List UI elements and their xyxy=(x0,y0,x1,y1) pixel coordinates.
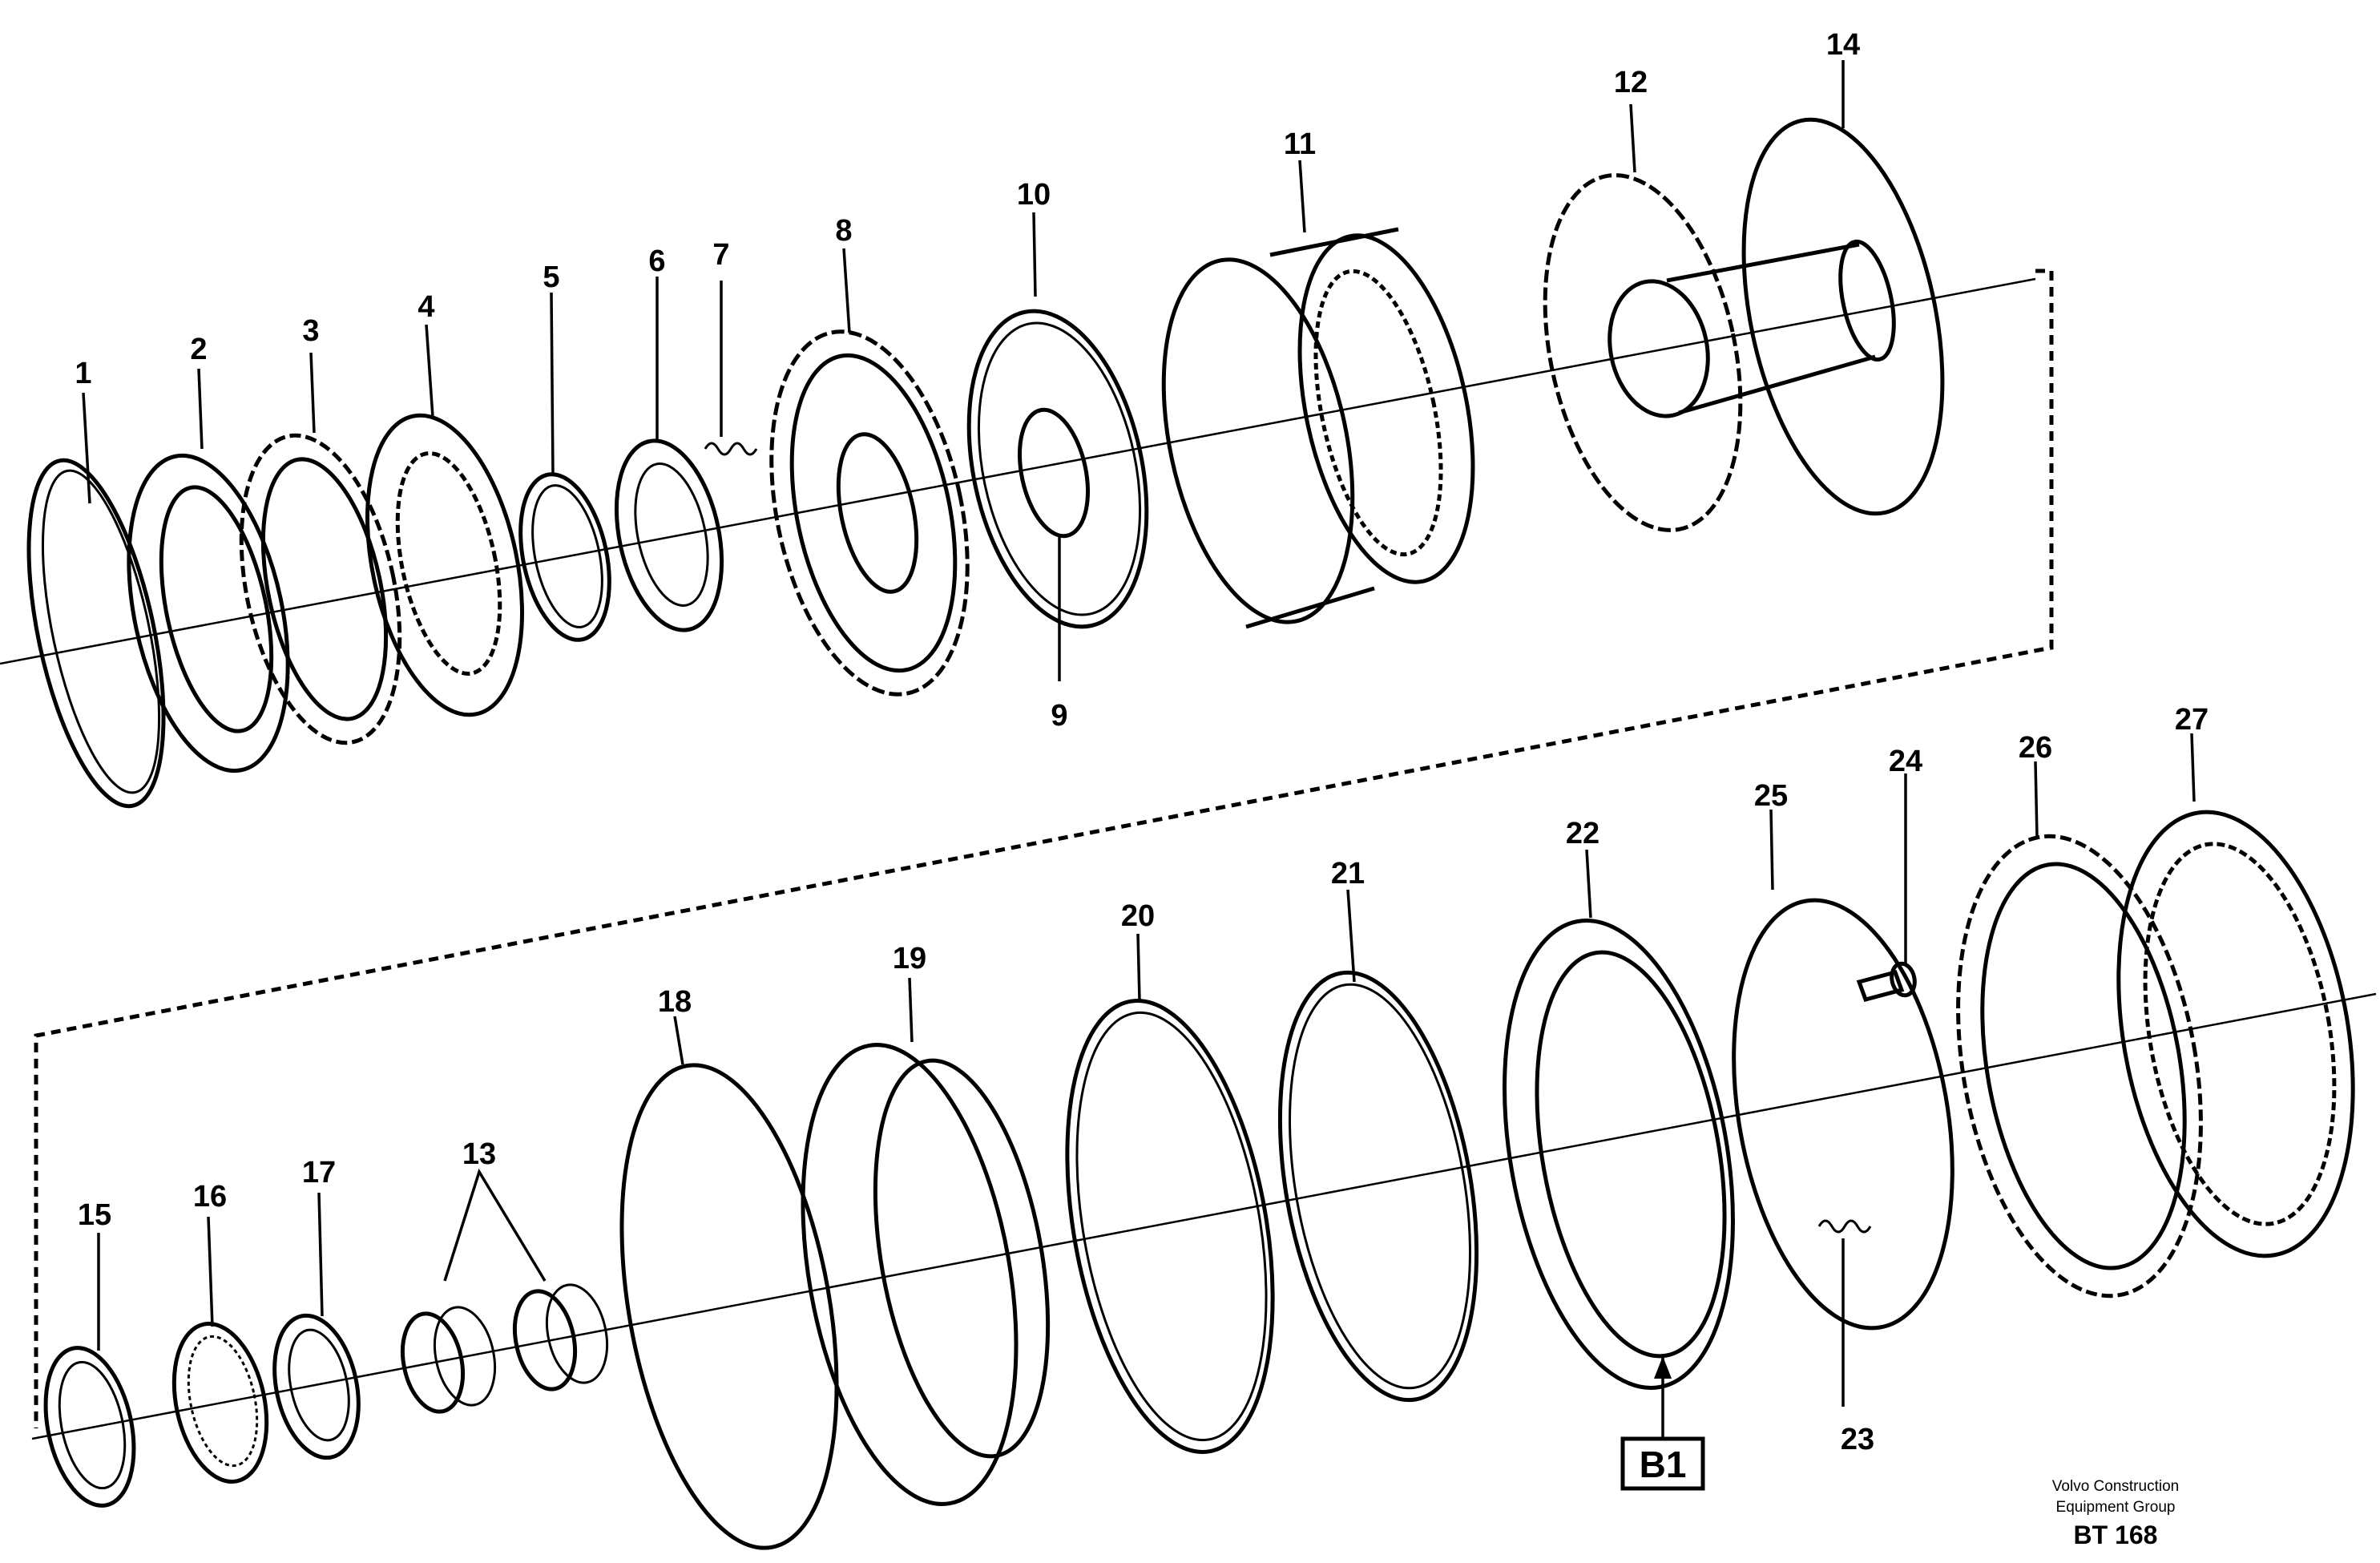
reference-box-label: B1 xyxy=(1640,1444,1687,1485)
callout-6: 6 xyxy=(648,244,665,278)
part-13-bushing-b xyxy=(513,1283,608,1391)
part-5-ring xyxy=(518,472,611,642)
callout-1: 1 xyxy=(75,357,91,390)
part-13-bushing-a xyxy=(401,1306,496,1414)
callout-5: 5 xyxy=(543,260,559,294)
part-24-screw xyxy=(1856,961,1917,1003)
callout-12: 12 xyxy=(1614,66,1648,99)
part-10-plate xyxy=(966,309,1149,629)
part-26-friction-disc xyxy=(1956,834,2203,1298)
part-25-spring-plate xyxy=(1732,898,1954,1331)
part-27-steel-disc xyxy=(2116,810,2355,1258)
part-17-bearing-race xyxy=(272,1313,361,1460)
leader-lines xyxy=(82,60,2196,1439)
part-21-seal-ring xyxy=(1277,970,1479,1403)
part-11-drum xyxy=(1161,227,1475,629)
part-9-washer xyxy=(1017,407,1091,539)
part-3-friction-disc xyxy=(239,433,402,745)
part-19-piston xyxy=(801,1043,1051,1506)
callout-19: 19 xyxy=(893,942,926,975)
part-1-snap-ring xyxy=(26,458,166,809)
callout-21: 21 xyxy=(1331,857,1365,891)
part-23-spring xyxy=(1817,1219,1872,1234)
callout-15: 15 xyxy=(78,1198,111,1232)
callout-24: 24 xyxy=(1889,745,1922,778)
part-18-snap-ring xyxy=(619,1063,839,1550)
part-16-bearing xyxy=(171,1322,269,1484)
callout-7: 7 xyxy=(712,238,729,272)
callout-14: 14 xyxy=(1826,28,1860,62)
callout-2: 2 xyxy=(190,333,207,366)
callout-13: 13 xyxy=(462,1137,496,1171)
part-6-spring-retainer xyxy=(614,438,724,632)
assembly-connector-line xyxy=(34,269,2054,1428)
callout-17: 17 xyxy=(302,1156,336,1189)
callout-labels: 1 2 3 4 5 6 7 8 9 10 11 12 14 15 16 17 1… xyxy=(75,28,2209,1456)
footer-line-1: Volvo Construction xyxy=(2052,1478,2179,1495)
callout-11: 11 xyxy=(1284,127,1316,161)
part-7-spring xyxy=(704,442,758,456)
callout-18: 18 xyxy=(658,985,692,1019)
part-22-piston-housing xyxy=(1503,919,1735,1390)
callout-23: 23 xyxy=(1841,1423,1874,1456)
callout-27: 27 xyxy=(2175,703,2209,737)
part-14-snap-ring xyxy=(1741,117,1945,516)
callout-20: 20 xyxy=(1121,899,1155,933)
part-20-seal-ring xyxy=(1065,999,1275,1454)
callout-16: 16 xyxy=(193,1180,227,1214)
part-15-seal xyxy=(43,1346,136,1508)
callout-10: 10 xyxy=(1017,178,1051,212)
footer: Volvo Construction Equipment Group BT 16… xyxy=(2052,1478,2179,1549)
part-12-gear xyxy=(1543,173,1896,532)
footer-code: BT 168 xyxy=(2074,1521,2158,1549)
part-2-clutch-disc xyxy=(127,453,290,773)
callout-4: 4 xyxy=(418,290,434,324)
upper-axis-line xyxy=(0,277,2036,665)
callout-26: 26 xyxy=(2019,731,2052,765)
callout-9: 9 xyxy=(1051,699,1067,733)
part-4-steel-disc xyxy=(365,413,524,717)
footer-line-2: Equipment Group xyxy=(2056,1499,2176,1516)
reference-box-b1: B1 xyxy=(1620,1436,1705,1491)
callout-3: 3 xyxy=(302,314,319,348)
callout-8: 8 xyxy=(835,214,852,248)
callout-22: 22 xyxy=(1566,817,1599,850)
callout-25: 25 xyxy=(1754,779,1788,813)
part-8-gear-hub xyxy=(769,329,970,697)
